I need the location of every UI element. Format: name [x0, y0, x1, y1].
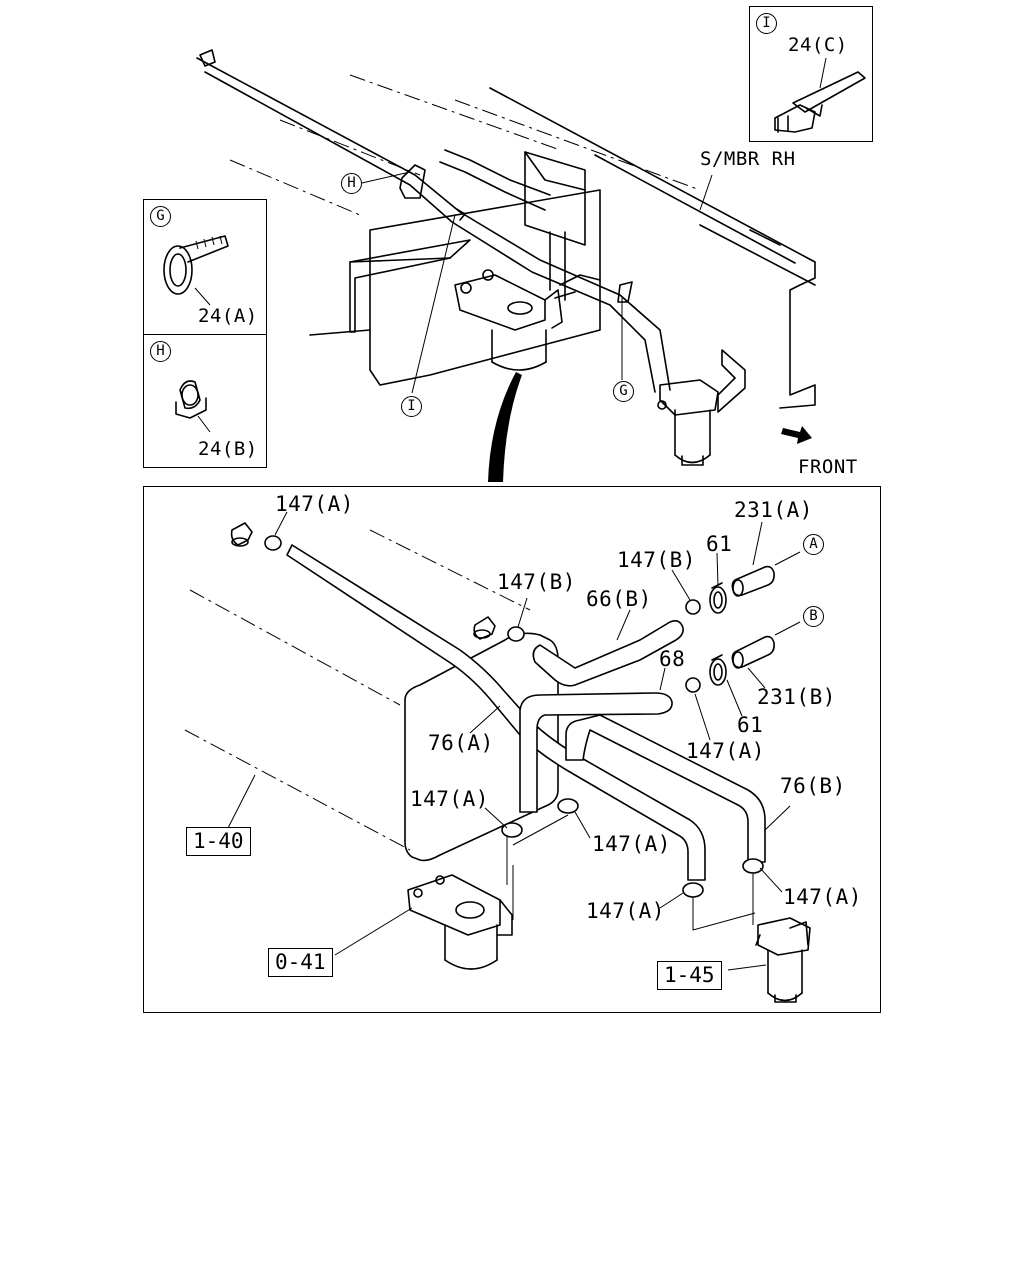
fuel-filter-0-41-drawing	[407, 814, 569, 970]
callout-i-marker: I	[401, 396, 422, 417]
fuel-filter-top-left	[454, 269, 563, 371]
part-61-bottom-label: 61	[737, 713, 764, 737]
fuel-filter-top-right	[657, 349, 746, 466]
detail-i-marker: I	[756, 13, 777, 34]
fuel-lines-top	[196, 49, 671, 393]
front-arrow-icon	[781, 426, 812, 444]
ref-1-40[interactable]: 1-40	[186, 827, 251, 856]
part-24b-label: 24(B)	[198, 438, 258, 460]
view-transition-arrow	[488, 372, 522, 482]
callout-h-marker: H	[341, 173, 362, 194]
hoses-exploded	[230, 522, 775, 881]
fuel-tank-exploded	[184, 529, 559, 862]
marker-b: B	[803, 606, 824, 627]
ref-0-41[interactable]: 0-41	[268, 948, 333, 977]
clip-24c-drawing	[774, 57, 866, 133]
part-68-label: 68	[659, 647, 686, 671]
band-24a-drawing	[163, 235, 229, 306]
detail-g-marker: G	[150, 206, 171, 227]
callout-g-marker: G	[613, 381, 634, 402]
part-76b-label: 76(B)	[780, 774, 846, 798]
detail-h-marker: H	[150, 341, 171, 362]
side-member-label: S/MBR RH	[700, 148, 796, 170]
part-61-top-label: 61	[706, 532, 733, 556]
top-view-clamps	[399, 164, 633, 303]
part-66b-label: 66(B)	[586, 587, 652, 611]
front-label: FRONT	[798, 456, 858, 478]
part-231a-label: 231(A)	[734, 498, 813, 522]
exploded-leaders	[227, 511, 801, 971]
part-231b-label: 231(B)	[757, 685, 836, 709]
detail-h-box	[143, 334, 267, 468]
detail-i-box	[749, 6, 873, 142]
clip-24b-drawing	[175, 380, 211, 433]
clamp-147a-r2-label: 147(A)	[783, 885, 862, 909]
ref-1-45[interactable]: 1-45	[657, 961, 722, 990]
part-24a-label: 24(A)	[198, 305, 258, 327]
clamp-147a-l1-label: 147(A)	[410, 787, 489, 811]
clamp-147a-c1-label: 147(A)	[592, 832, 671, 856]
fuel-filter-1-45-drawing	[692, 873, 811, 1003]
marker-a: A	[803, 534, 824, 555]
part-76a-label: 76(A)	[428, 731, 494, 755]
exploded-view-box	[143, 486, 881, 1013]
side-member-rh	[229, 74, 816, 409]
clamp-147b-mid-label: 147(B)	[497, 570, 576, 594]
top-view-leaders	[361, 171, 713, 394]
clamp-147b-right-label: 147(B)	[617, 548, 696, 572]
clamp-147a-c2-label: 147(A)	[586, 899, 665, 923]
clamp-147a-top-label: 147(A)	[275, 492, 354, 516]
clamp-147a-r1-label: 147(A)	[686, 739, 765, 763]
part-24c-label: 24(C)	[788, 34, 848, 56]
